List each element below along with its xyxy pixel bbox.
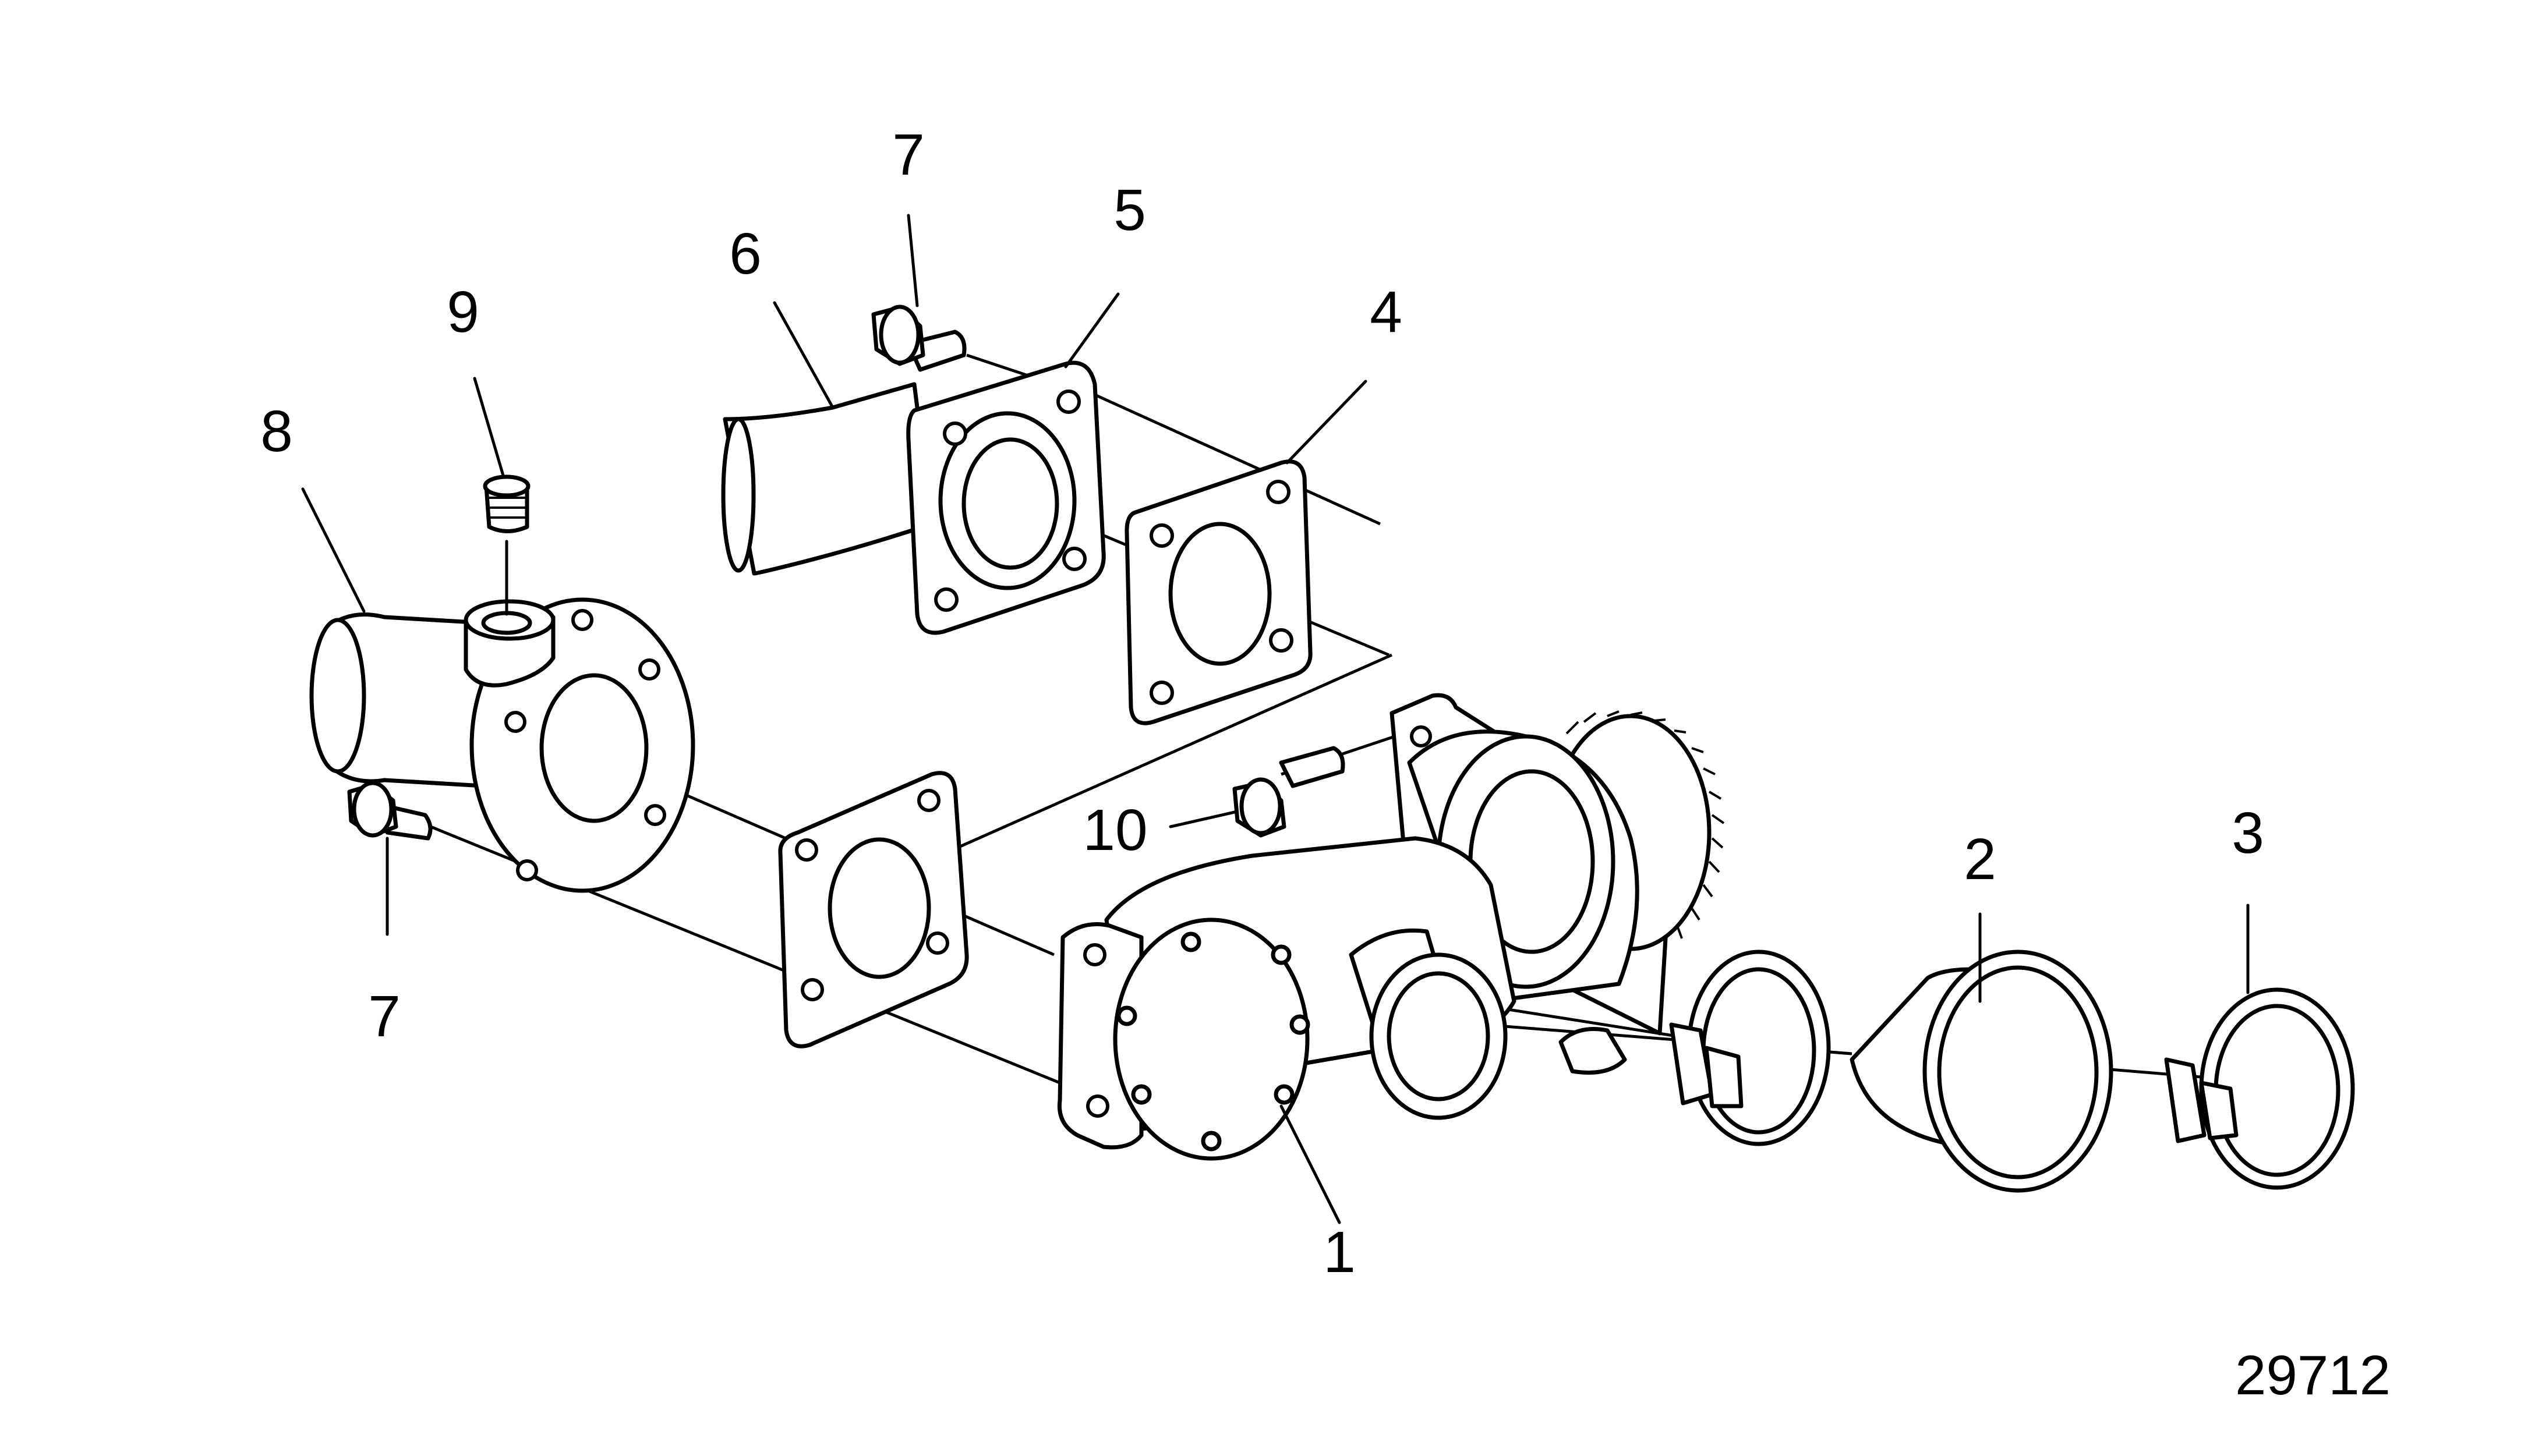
hose-part-2 — [1850, 950, 2113, 1193]
gasket-lower — [778, 771, 969, 1048]
drawing-number: 29712 — [2235, 1344, 2391, 1407]
callout-6: 6 — [729, 221, 762, 286]
plug-part-9 — [464, 474, 556, 688]
callout-7-top: 7 — [892, 122, 925, 187]
callout-1: 1 — [1323, 1220, 1356, 1285]
callout-3: 3 — [2232, 800, 2264, 866]
bolt-part-7-bottom — [347, 781, 433, 841]
callout-10: 10 — [1083, 798, 1147, 863]
bolt-part-7-top — [871, 304, 967, 372]
callout-labels: 1 2 3 4 5 6 7 7 8 9 10 — [260, 122, 2264, 1285]
gasket-part-4 — [1125, 459, 1313, 725]
callout-8: 8 — [260, 399, 293, 464]
hose-clamp-middle — [1669, 950, 1831, 1146]
callout-4: 4 — [1370, 279, 1402, 345]
callout-2: 2 — [1964, 827, 1996, 892]
sea-water-pump-part-1 — [1057, 693, 1725, 1161]
square-flange-part-5 — [906, 360, 1106, 635]
bolt-part-10 — [1232, 746, 1345, 838]
hose-clamp-part-3 — [2164, 987, 2355, 1190]
callout-5: 5 — [1113, 178, 1146, 243]
callout-9: 9 — [447, 279, 479, 345]
callout-7-bottom: 7 — [368, 984, 401, 1049]
elbow-hose-part-6 — [721, 382, 934, 576]
callout-leaders — [301, 214, 2250, 1224]
